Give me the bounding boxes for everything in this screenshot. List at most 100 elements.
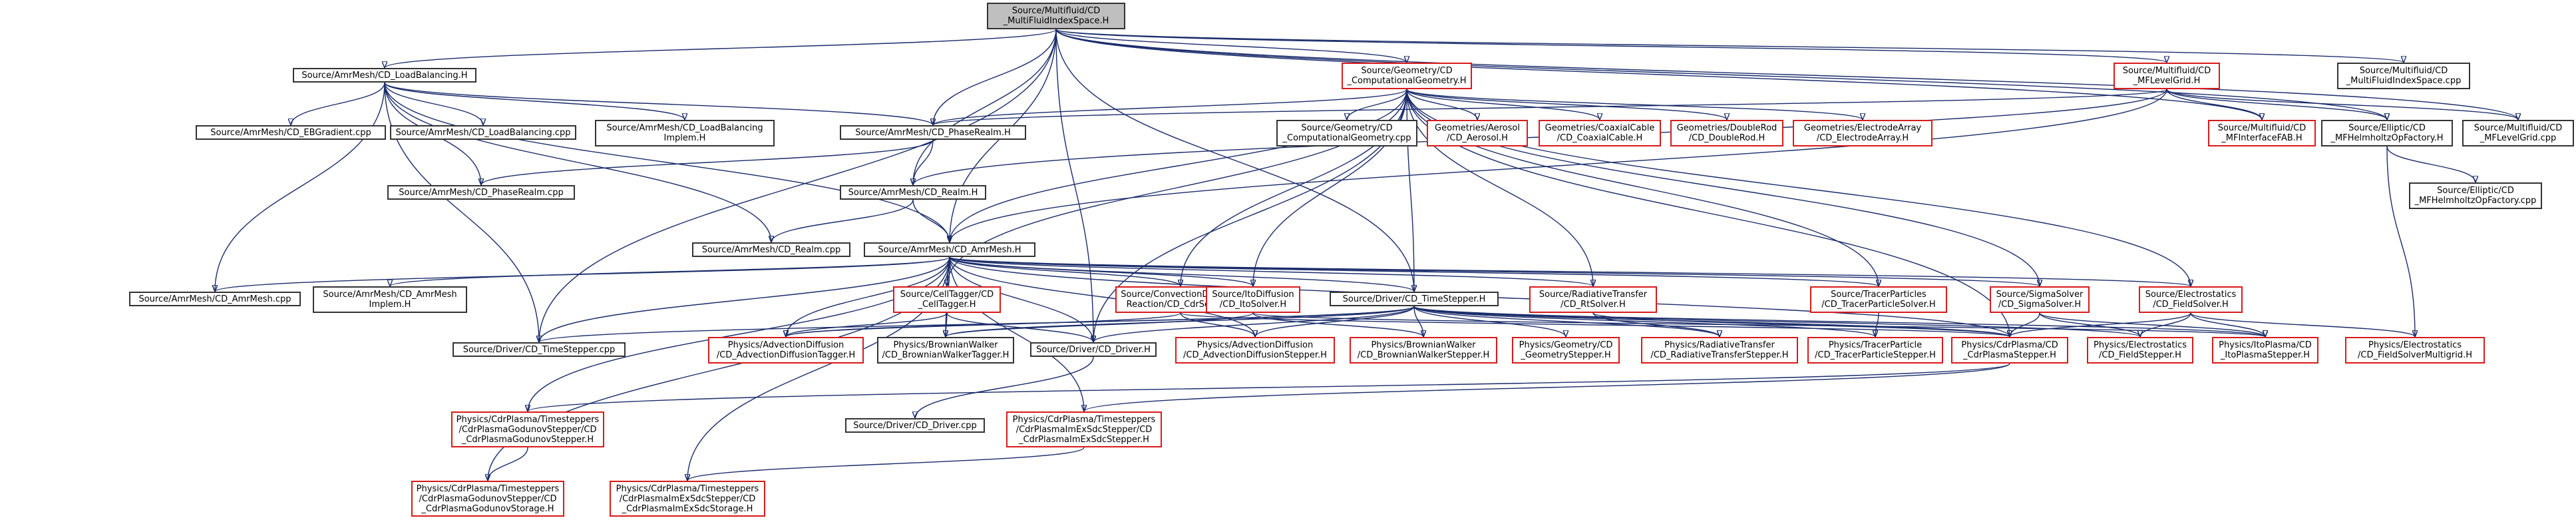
node-godstepper[interactable]: Physics/CdrPlasma/Timesteppers /CdrPlasm… bbox=[451, 411, 604, 447]
edge-root-to-compgeom bbox=[1055, 29, 1407, 63]
edge-mflevelgrid-to-mfinterface bbox=[2166, 89, 2262, 121]
edge-godstepper-to-godstorage bbox=[488, 447, 528, 481]
edge-amrmesh-to-cdrsolver bbox=[949, 256, 1181, 287]
edge-mflevelgrid-to-phaserealm bbox=[933, 89, 2167, 126]
edge-timestepper-to-cdrplasmastepper bbox=[1413, 306, 2010, 338]
edge-compgeom-to-itosolver bbox=[1253, 89, 1407, 286]
node-mflevelgridcpp[interactable]: Source/Multifluid/CD _MFLevelGrid.cpp bbox=[2462, 120, 2574, 146]
edge-fieldsolver-to-cdrplasmastepper bbox=[2010, 312, 2191, 338]
node-itoplasmastepper[interactable]: Physics/ItoPlasma/CD _ItoPlasmaStepper.H bbox=[2212, 337, 2318, 364]
edge-rtsolver-to-rtstepper bbox=[1592, 312, 1720, 338]
node-phaserealmcpp[interactable]: Source/AmrMesh/CD_PhaseRealm.cpp bbox=[387, 185, 575, 200]
node-timestepper[interactable]: Source/Driver/CD_TimeStepper.H bbox=[1330, 292, 1499, 306]
node-imexstepper[interactable]: Physics/CdrPlasma/Timesteppers /CdrPlasm… bbox=[1006, 411, 1162, 447]
node-compgeomcpp[interactable]: Source/Geometry/CD _ComputationalGeometr… bbox=[1276, 120, 1417, 146]
edge-celltagger-to-advtagger bbox=[786, 312, 948, 338]
edge-loadbal-to-loadbalimpl bbox=[384, 82, 685, 121]
node-phaserealm[interactable]: Source/AmrMesh/CD_PhaseRealm.H bbox=[840, 125, 1026, 140]
node-advtagger[interactable]: Physics/AdvectionDiffusion /CD_Advection… bbox=[708, 337, 864, 364]
edge-compgeom-to-electrodearray bbox=[1406, 89, 1863, 121]
node-itosolver[interactable]: Source/ItoDiffusion /CD_ItoSolver.H bbox=[1206, 286, 1300, 313]
edge-amrmesh-to-timestepcpp bbox=[539, 256, 950, 343]
node-ebgradient[interactable]: Source/AmrMesh/CD_EBGradient.cpp bbox=[196, 125, 386, 140]
node-sigmasolver[interactable]: Source/SigmaSolver /CD_SigmaSolver.H bbox=[1990, 286, 2090, 313]
node-realmcpp[interactable]: Source/AmrMesh/CD_Realm.cpp bbox=[692, 242, 850, 257]
node-amrmeshcpp[interactable]: Source/AmrMesh/CD_AmrMesh.cpp bbox=[129, 292, 301, 306]
node-tracerstepper[interactable]: Physics/TracerParticle /CD_TracerParticl… bbox=[1807, 337, 1943, 364]
node-loadbalcpp[interactable]: Source/AmrMesh/CD_LoadBalancing.cpp bbox=[390, 125, 576, 140]
edge-cdrplasmastepper-to-godstepper bbox=[528, 363, 2010, 412]
edge-timestepper-to-itoplasmastepper bbox=[1413, 306, 2265, 338]
edge-loadbal-to-phaserealm bbox=[384, 82, 933, 126]
edge-compgeom-to-cdrsolver bbox=[1181, 89, 1407, 286]
node-aerosol[interactable]: Geometries/Aerosol /CD_Aerosol.H bbox=[1427, 120, 1528, 146]
node-realm[interactable]: Source/AmrMesh/CD_Realm.H bbox=[840, 185, 986, 200]
edge-root-to-mfinterface bbox=[1055, 29, 2262, 121]
edge-loadbal-to-loadbalcpp bbox=[384, 82, 483, 126]
node-doublerod[interactable]: Geometries/DoubleRod /CD_DoubleRod.H bbox=[1670, 120, 1783, 146]
edge-rtsolver-to-cdrplasmastepper bbox=[1592, 312, 2010, 338]
edge-amrmesh-to-imexstepper bbox=[949, 256, 1084, 411]
edge-amrmesh-to-amrmeshimpl bbox=[390, 256, 950, 287]
node-driver[interactable]: Source/Driver/CD_Driver.H bbox=[1030, 342, 1157, 357]
edge-cdrplasmastepper-to-imexstepper bbox=[1084, 363, 2010, 412]
node-bwtagger[interactable]: Physics/BrownianWalker /CD_BrownianWalke… bbox=[877, 337, 1014, 364]
edge-root-to-timestepcpp bbox=[539, 29, 1057, 342]
node-rtsolver[interactable]: Source/RadiativeTransfer /CD_RtSolver.H bbox=[1529, 286, 1657, 313]
node-electrodearray[interactable]: Geometries/ElectrodeArray /CD_ElectrodeA… bbox=[1793, 120, 1932, 146]
edge-mfhelmh-to-mfhelmcpp bbox=[2386, 146, 2476, 183]
edge-fieldsolver-to-fieldstepper bbox=[2140, 312, 2191, 338]
edge-realm-to-realmcpp bbox=[771, 199, 914, 243]
edge-fieldsolver-to-itoplasmastepper bbox=[2190, 312, 2265, 338]
edge-realm-to-amrmesh bbox=[912, 199, 950, 243]
edge-fieldsolver-to-fsmultigrid bbox=[2190, 312, 2415, 338]
node-celltagger[interactable]: Source/CellTagger/CD _CellTagger.H bbox=[893, 286, 1001, 313]
edge-root-to-mfindexcpp bbox=[1055, 29, 2404, 63]
node-imexstorage[interactable]: Physics/CdrPlasma/Timesteppers /CdrPlasm… bbox=[610, 481, 765, 517]
node-tracersolver[interactable]: Source/TracerParticles /CD_TracerParticl… bbox=[1810, 286, 1947, 313]
node-cdrplasmastepper[interactable]: Physics/CdrPlasma/CD _CdrPlasmaStepper.H bbox=[1951, 337, 2068, 364]
node-amrmeshimpl[interactable]: Source/AmrMesh/CD_AmrMesh Implem.H bbox=[313, 286, 467, 313]
node-mflevelgrid[interactable]: Source/Multifluid/CD _MFLevelGrid.H bbox=[2114, 63, 2220, 89]
edge-timestepper-to-geomstepper bbox=[1413, 306, 1566, 338]
edge-driver-to-drivercpp bbox=[915, 356, 1094, 419]
edge-mflevelgrid-to-mflevelgridcpp bbox=[2166, 89, 2518, 121]
edge-root-to-timestepper bbox=[1055, 29, 1414, 292]
node-advstepper[interactable]: Physics/AdvectionDiffusion /CD_Advection… bbox=[1175, 337, 1335, 364]
edge-timestepper-to-advtagger bbox=[786, 306, 1415, 338]
edge-amrmesh-to-rtsolver bbox=[949, 256, 1593, 287]
edge-timestepper-to-bwstepper bbox=[1413, 306, 1423, 337]
node-amrmesh[interactable]: Source/AmrMesh/CD_AmrMesh.H bbox=[864, 242, 1035, 257]
edge-amrmesh-to-advtagger bbox=[786, 256, 950, 337]
node-fieldsolver[interactable]: Source/Electrostatics /CD_FieldSolver.H bbox=[2139, 286, 2243, 313]
edge-root-to-realm bbox=[913, 29, 1057, 185]
node-rtstepper[interactable]: Physics/RadiativeTransfer /CD_RadiativeT… bbox=[1641, 337, 1798, 364]
node-timestepcpp[interactable]: Source/Driver/CD_TimeStepper.cpp bbox=[453, 342, 626, 357]
edge-compgeom-to-phaserealm bbox=[933, 89, 1407, 126]
node-fsmultigrid[interactable]: Physics/Electrostatics /CD_FieldSolverMu… bbox=[2345, 337, 2485, 364]
node-loadbalimpl[interactable]: Source/AmrMesh/CD_LoadBalancing Implem.H bbox=[595, 120, 775, 146]
edge-timestepper-to-bwtagger bbox=[946, 306, 1415, 338]
node-mfhelmcpp[interactable]: Source/Elliptic/CD _MFHelmholtzOpFactory… bbox=[2409, 182, 2542, 209]
node-godstorage[interactable]: Physics/CdrPlasma/Timesteppers /CdrPlasm… bbox=[411, 481, 564, 517]
edge-loadbal-to-amrmesh bbox=[384, 82, 950, 242]
node-fieldstepper[interactable]: Physics/Electrostatics /CD_FieldStepper.… bbox=[2087, 337, 2193, 364]
node-mfhelmh[interactable]: Source/Elliptic/CD _MFHelmholtzOpFactory… bbox=[2321, 120, 2453, 146]
node-mfindexcpp[interactable]: Source/Multifluid/CD _MultiFluidIndexSpa… bbox=[2337, 63, 2470, 89]
edge-phaserealm-to-realm bbox=[913, 139, 934, 185]
edge-timestepper-to-driver bbox=[1093, 306, 1415, 343]
edge-root-to-loadbal bbox=[385, 29, 1057, 69]
node-compgeom[interactable]: Source/Geometry/CD _ComputationalGeometr… bbox=[1342, 63, 1472, 89]
node-geomstepper[interactable]: Physics/Geometry/CD _GeometryStepper.H bbox=[1512, 337, 1620, 364]
edge-timestepper-to-advstepper bbox=[1255, 306, 1415, 338]
edge-root-to-mfhelmh bbox=[1055, 29, 2387, 121]
node-drivercpp[interactable]: Source/Driver/CD_Driver.cpp bbox=[845, 418, 985, 433]
node-mfinterface[interactable]: Source/Multifluid/CD _MFInterfaceFAB.H bbox=[2208, 120, 2316, 146]
node-bwstepper[interactable]: Physics/BrownianWalker /CD_BrownianWalke… bbox=[1350, 337, 1497, 364]
edge-sigmasolver-to-fieldstepper bbox=[2039, 312, 2140, 338]
edge-compgeom-to-sigmasolver bbox=[1406, 89, 2040, 286]
edge-root-to-mflevelgridcpp bbox=[1055, 29, 2518, 121]
node-loadbal[interactable]: Source/AmrMesh/CD_LoadBalancing.H bbox=[293, 68, 476, 83]
edge-sigmasolver-to-itoplasmastepper bbox=[2039, 312, 2265, 338]
node-coaxial[interactable]: Geometries/CoaxialCable /CD_CoaxialCable… bbox=[1539, 120, 1661, 146]
